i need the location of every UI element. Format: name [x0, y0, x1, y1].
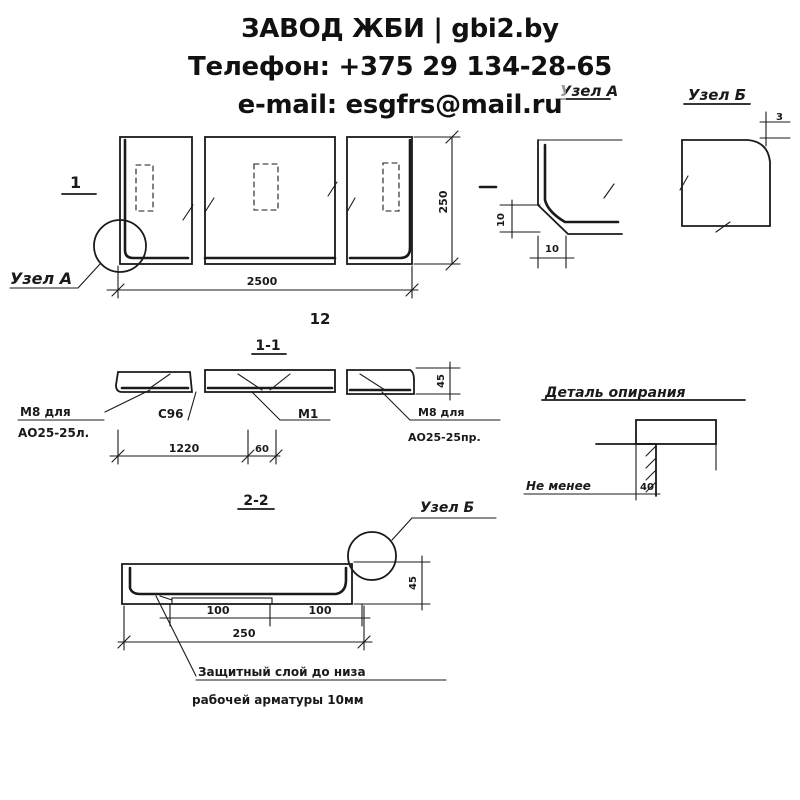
- section-2-2: 2-2 Узел Б 100 100 250 45 Защитный слой …: [117, 493, 497, 707]
- plan-dim-length: 2500: [247, 275, 278, 288]
- plan-dim-height: 250: [437, 190, 450, 213]
- label-m8-right-2: АО25-25пр.: [408, 431, 481, 444]
- node-a-title: Узел А: [560, 82, 618, 100]
- node-a-dim-h: 10: [545, 244, 559, 255]
- node-a-dim-v: 10: [496, 213, 507, 227]
- dim-100-right: 100: [309, 604, 332, 617]
- label-m8-right-1: М8 для: [418, 406, 464, 419]
- section-2-2-node-b-label: Узел Б: [420, 500, 474, 516]
- section-2-2-title: 2-2: [243, 493, 268, 509]
- node-b-detail: Узел Б 3: [679, 86, 791, 233]
- support-detail: Деталь опирания Не менее 40: [523, 385, 746, 501]
- header-email: e-mail: esgfrs@mail.ru: [233, 86, 567, 124]
- dim-60: 60: [255, 444, 269, 455]
- label-m8-left-2: АО25-25л.: [18, 426, 89, 440]
- label-c96: С96: [158, 407, 184, 421]
- header-phone: Телефон: +375 29 134-28-65: [184, 48, 616, 86]
- cover-note-line2: рабочей арматуры 10мм: [192, 693, 364, 707]
- support-dim: 40: [640, 482, 654, 493]
- plan-view: 1 Узел А 250 2500 12: [9, 130, 498, 328]
- support-label-min: Не менее: [526, 479, 591, 493]
- dim-250: 250: [233, 627, 256, 640]
- cover-note-line1: Защитный слой до низа: [198, 665, 366, 679]
- dim-100-left: 100: [207, 604, 230, 617]
- node-b-dim-v: 3: [776, 112, 783, 123]
- support-detail-title: Деталь опирания: [544, 385, 686, 401]
- label-m1: М1: [298, 407, 318, 421]
- section-1-1-title: 1-1: [255, 338, 280, 354]
- plan-title: 12: [310, 310, 331, 328]
- section-1-1: 1-1 М8 для АО25-25л. С96 М1 М8 для АО25-…: [17, 338, 501, 465]
- header-company: ЗАВОД ЖБИ | gbi2.by: [237, 10, 563, 48]
- label-m8-left-1: М8 для: [20, 405, 71, 419]
- header-watermark: ЗАВОД ЖБИ | gbi2.by Телефон: +375 29 134…: [0, 10, 800, 124]
- dim-45-2-2: 45: [408, 576, 419, 590]
- plan-node-a-label: Узел А: [10, 269, 72, 288]
- node-b-title: Узел Б: [688, 86, 746, 104]
- plan-section-mark: 1: [70, 173, 81, 192]
- dim-45-1-1: 45: [436, 374, 447, 388]
- dim-1220: 1220: [169, 442, 200, 455]
